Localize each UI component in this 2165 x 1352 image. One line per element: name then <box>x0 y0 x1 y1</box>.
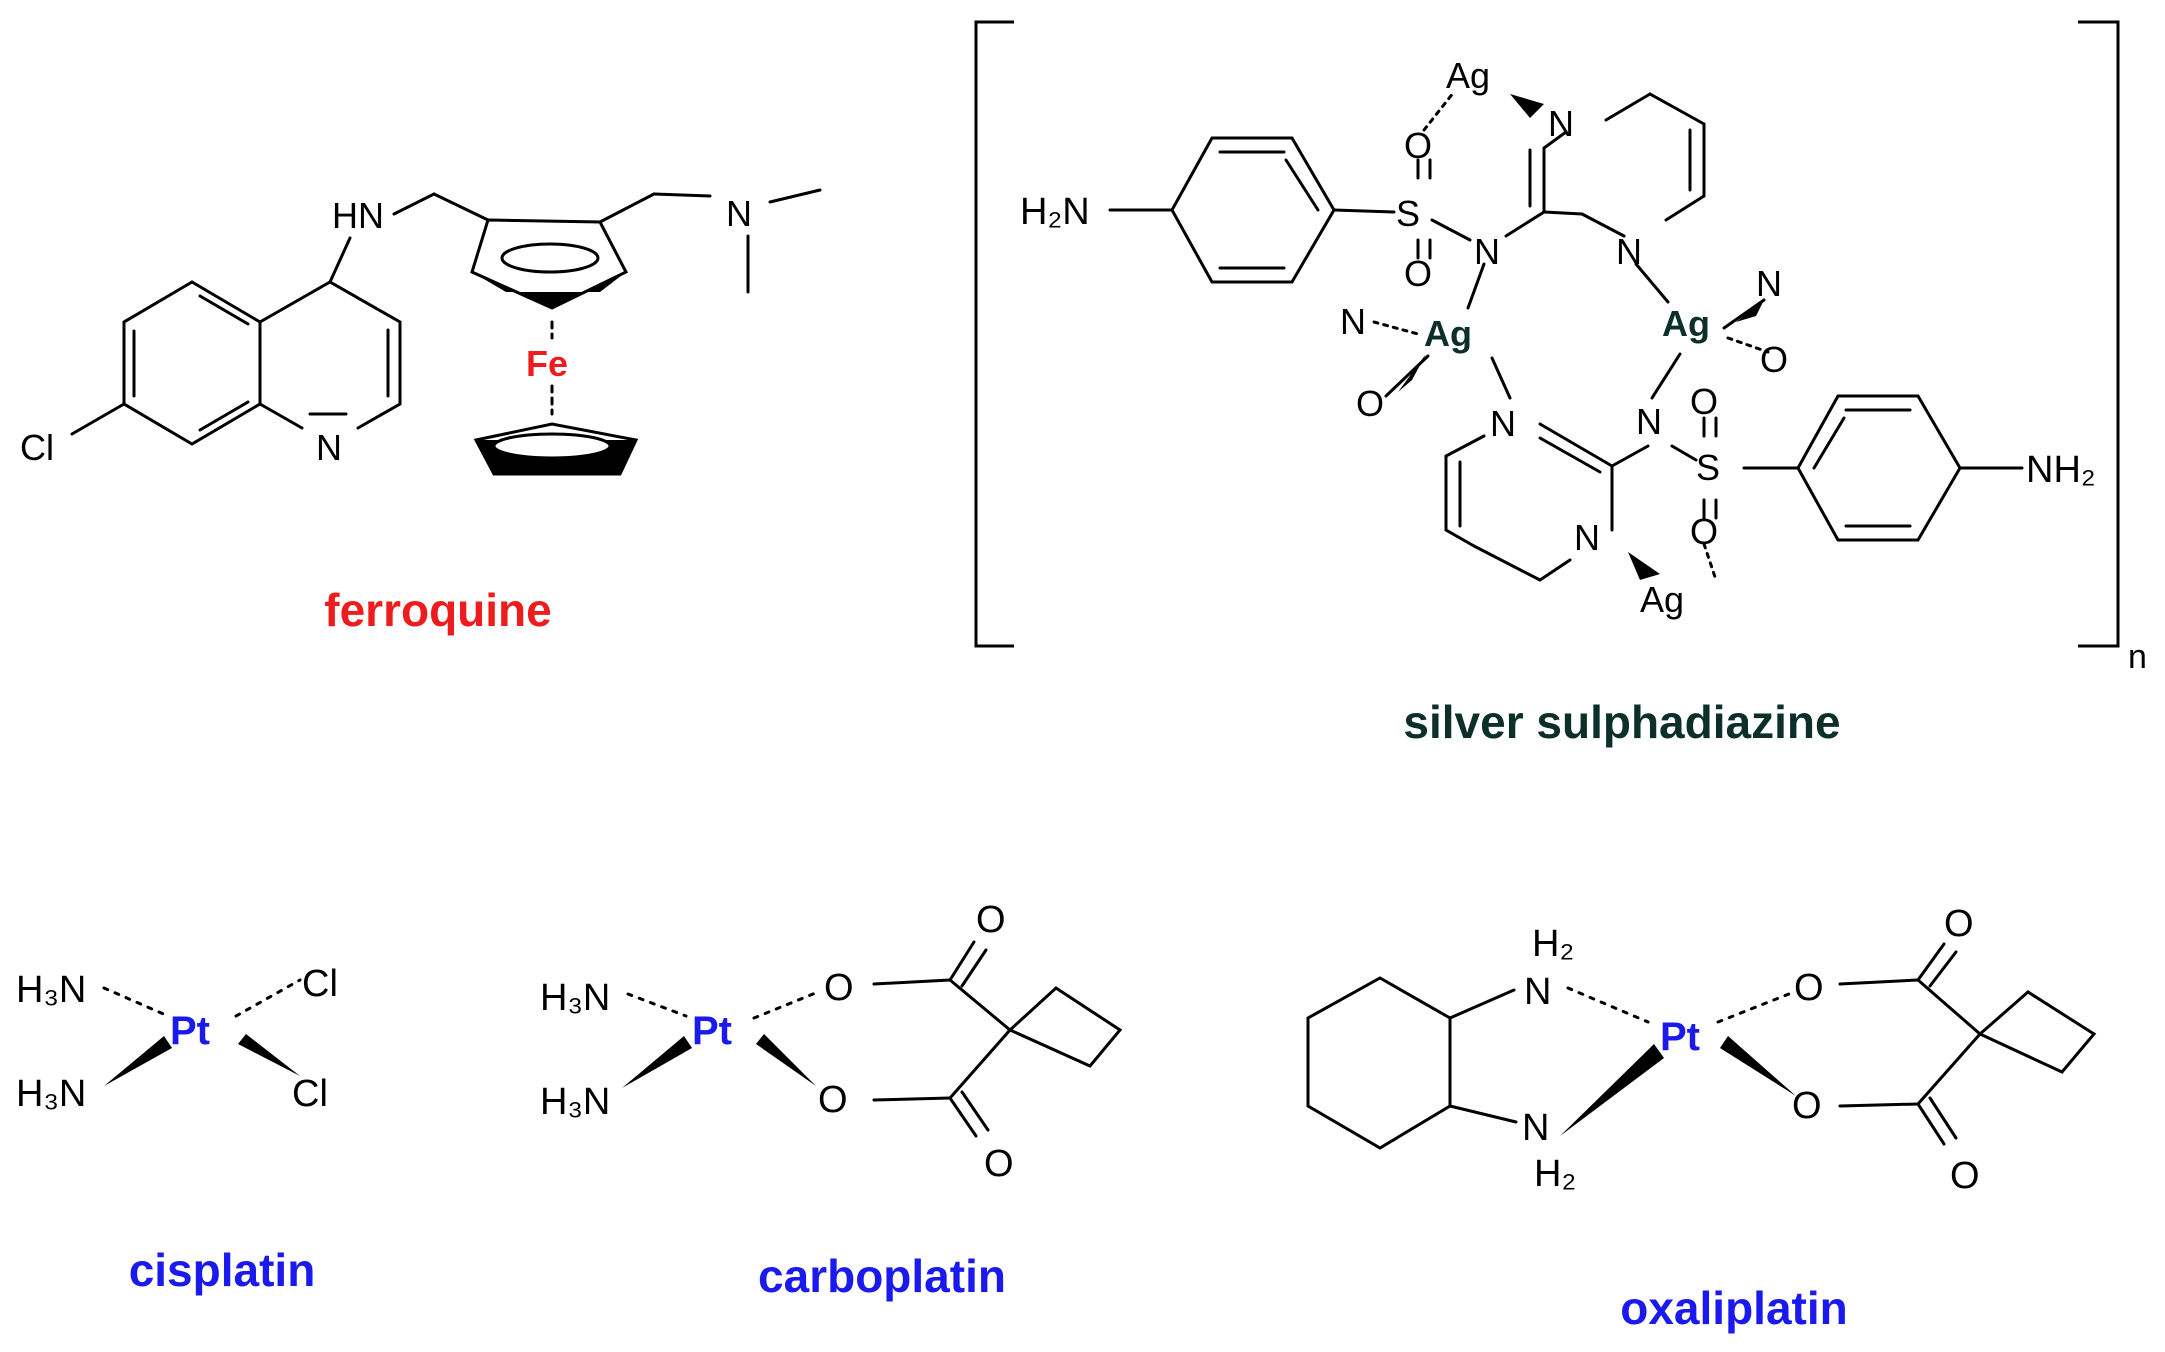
sulpha-lower-ring-n1-label: N <box>1490 403 1516 444</box>
ferroquine-fe-label: Fe <box>526 343 568 384</box>
ferroquine-hn-label: HN <box>332 195 384 236</box>
cisplatin-structure: H₃N H₃N Pt Cl Cl cisplatin <box>16 963 338 1296</box>
oxaliplatin-upper-carbonyl-o-label: O <box>1944 903 1974 945</box>
oxaliplatin-upper-h2-label: H₂ <box>1532 923 1574 965</box>
sulpha-bottom-ag-label: Ag <box>1640 579 1684 620</box>
oxaliplatin-caption: oxaliplatin <box>1620 1282 1847 1334</box>
sulpha-right-ag-label: Ag <box>1662 303 1710 344</box>
silver-sulphadiazine-structure: n <box>974 20 2147 748</box>
oxaliplatin-lower-o-label: O <box>1792 1085 1822 1127</box>
cisplatin-lower-h3n-label: H₃N <box>16 1073 86 1115</box>
repeat-unit-n-label: n <box>2128 638 2147 676</box>
ferroquine-amine-n-label: N <box>726 193 752 234</box>
sulpha-h2n-label: H₂N <box>1020 191 1090 233</box>
ferroquine-caption: ferroquine <box>324 584 551 636</box>
sulpha-lower-s-label: S <box>1696 447 1720 488</box>
sulpha-right-ag-n-label: N <box>1756 263 1782 304</box>
carboplatin-upper-o-label: O <box>824 967 854 1009</box>
sulpha-upper-o2-label: O <box>1404 253 1432 294</box>
oxaliplatin-upper-n-label: N <box>1524 971 1551 1013</box>
cisplatin-pt-label: Pt <box>170 1009 210 1053</box>
silver-sulphadiazine-caption: silver sulphadiazine <box>1403 696 1840 748</box>
ferroquine-ring-n-label: N <box>316 427 342 468</box>
sulpha-lower-amide-n-label: N <box>1636 401 1662 442</box>
cisplatin-upper-h3n-label: H₃N <box>16 969 86 1011</box>
oxaliplatin-upper-o-label: O <box>1794 967 1824 1009</box>
carboplatin-upper-h3n-label: H₃N <box>540 977 610 1019</box>
cisplatin-lower-cl-label: Cl <box>292 1073 328 1115</box>
oxaliplatin-structure: H₂ N N H₂ Pt O O O O oxaliplatin <box>1306 903 2097 1334</box>
carboplatin-caption: carboplatin <box>758 1250 1006 1302</box>
cisplatin-upper-cl-label: Cl <box>302 963 338 1005</box>
sulpha-upper-ring-n2-label: N <box>1616 231 1642 272</box>
carboplatin-structure: H₃N H₃N Pt O O O O carboplatin <box>540 899 1123 1302</box>
sulpha-top-ag-label: Ag <box>1446 55 1490 96</box>
sulpha-upper-o1-label: O <box>1404 125 1432 166</box>
oxaliplatin-lower-h2-label: H₂ <box>1534 1153 1576 1195</box>
carboplatin-pt-label: Pt <box>692 1009 732 1053</box>
sulpha-left-ag-label: Ag <box>1424 313 1472 354</box>
oxaliplatin-lower-n-label: N <box>1522 1107 1549 1149</box>
sulpha-upper-s-label: S <box>1396 193 1420 234</box>
ferroquine-cl-label: Cl <box>20 427 54 468</box>
sulpha-upper-amide-n-label: N <box>1474 231 1500 272</box>
oxaliplatin-pt-label: Pt <box>1660 1015 1700 1059</box>
carboplatin-lower-h3n-label: H₃N <box>540 1081 610 1123</box>
sulpha-lower-ring-n2-label: N <box>1574 517 1600 558</box>
sulpha-nh2-label: NH₂ <box>2026 449 2096 491</box>
sulpha-right-ag-o-label: O <box>1760 339 1788 380</box>
sulpha-left-ag-n-label: N <box>1340 301 1366 342</box>
sulpha-lower-o1-label: O <box>1690 381 1718 422</box>
carboplatin-lower-carbonyl-o-label: O <box>984 1143 1014 1185</box>
cisplatin-caption: cisplatin <box>129 1244 316 1296</box>
sulpha-upper-ring-n1-label: N <box>1548 103 1574 144</box>
carboplatin-lower-o-label: O <box>818 1079 848 1121</box>
ferroquine-structure: HN N Cl N Fe ferroquine <box>20 188 822 636</box>
sulpha-left-ag-o-label: O <box>1356 383 1384 424</box>
oxaliplatin-lower-carbonyl-o-label: O <box>1950 1155 1980 1197</box>
carboplatin-upper-carbonyl-o-label: O <box>976 899 1006 941</box>
sulpha-lower-o2-label: O <box>1690 511 1718 552</box>
